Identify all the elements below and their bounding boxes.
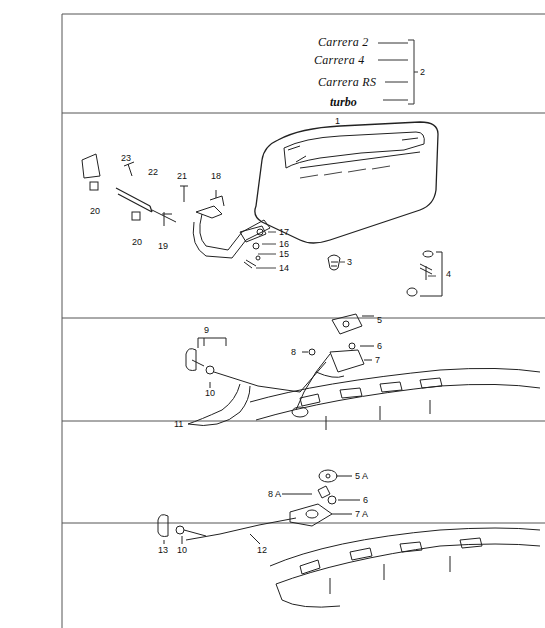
- callout-number: 7 A: [355, 510, 368, 519]
- callout-number: 23: [121, 154, 131, 163]
- callout-number: 20: [90, 207, 100, 216]
- model-badge: Carrera 2: [318, 36, 369, 48]
- callout-number: 8: [291, 348, 296, 357]
- callout-number: 14: [279, 264, 289, 273]
- model-badge: turbo: [330, 96, 357, 108]
- callout-number: 2: [420, 68, 425, 77]
- callout-number: 8 A: [268, 490, 281, 499]
- model-badge: Carrera RS: [318, 76, 376, 88]
- callout-number: 4: [446, 270, 451, 279]
- callout-number: 19: [158, 242, 168, 251]
- callout-number: 10: [177, 546, 187, 555]
- callout-number: 9: [204, 326, 209, 335]
- callout-number: 5 A: [355, 472, 368, 481]
- callout-number: 22: [148, 168, 158, 177]
- model-badge: Carrera 4: [314, 54, 365, 66]
- callout-number: 7: [375, 356, 380, 365]
- callout-number: 10: [205, 389, 215, 398]
- callout-number: 12: [257, 546, 267, 555]
- callout-number: 18: [211, 172, 221, 181]
- callout-number: 17: [279, 228, 289, 237]
- callout-number: 5: [377, 316, 382, 325]
- callout-number: 21: [177, 172, 187, 181]
- callout-number: 16: [279, 240, 289, 249]
- callout-number: 6: [377, 342, 382, 351]
- callout-number: 15: [279, 250, 289, 259]
- callout-number: 11: [174, 420, 183, 429]
- callout-number: 1: [335, 117, 340, 126]
- callout-number: 13: [158, 546, 168, 555]
- callout-number: 6: [363, 496, 368, 505]
- callout-number: 20: [132, 238, 142, 247]
- callout-number: 3: [347, 258, 352, 267]
